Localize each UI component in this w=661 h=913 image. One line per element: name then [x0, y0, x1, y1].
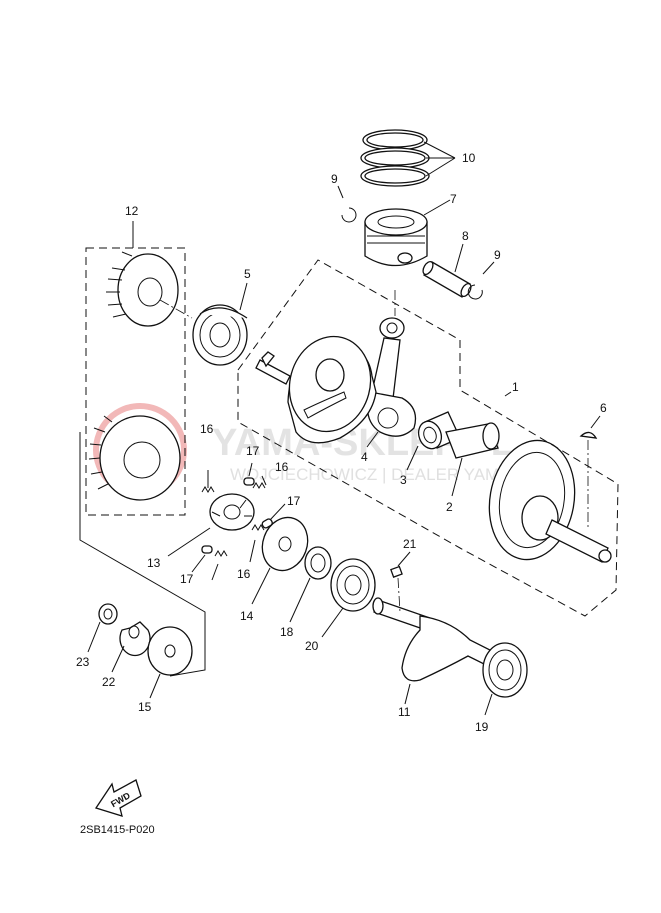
callout-17a: 17: [246, 444, 260, 458]
callout-9a: 9: [331, 172, 338, 186]
callout-17b: 17: [287, 494, 301, 508]
key-21: [390, 551, 411, 578]
callout-11: 11: [398, 705, 411, 719]
callout-1-leader: [504, 391, 512, 397]
callout-21: 21: [403, 537, 417, 551]
callout-18: 18: [280, 625, 294, 639]
callout-23: 23: [76, 655, 90, 669]
damper-pins: [191, 462, 286, 573]
callout-16c: 16: [237, 567, 251, 581]
diagram-code: 2SB1415-P020: [80, 824, 155, 836]
piston: [364, 199, 451, 267]
primary-gear-group: [85, 221, 193, 516]
callout-6: 6: [600, 401, 607, 415]
damper-hub: [167, 493, 255, 557]
lower-parts-group: [79, 432, 206, 699]
callout-16a: 16: [200, 422, 214, 436]
collar: [289, 546, 332, 623]
callout-16b: 16: [275, 460, 289, 474]
main-bearing-5: [192, 282, 248, 366]
callout-12: 12: [125, 204, 139, 218]
piston-rings: [360, 129, 456, 187]
crankshaft-assembly-outline: [237, 259, 619, 617]
callout-7: 7: [450, 192, 457, 206]
crank-pin: [445, 422, 500, 497]
callout-19: 19: [475, 720, 489, 734]
watermark-dealer: WOJCIECHOWICZ | DEALER YAM: [230, 465, 499, 484]
damper-plate: [251, 516, 309, 605]
callout-1: 1: [512, 380, 519, 394]
bearing-20: [321, 558, 376, 638]
piston-pin: [422, 243, 472, 298]
damper-springs: [201, 470, 267, 581]
callout-8: 8: [462, 229, 469, 243]
woodruff-key: [579, 415, 601, 439]
callout-3: 3: [400, 473, 407, 487]
connecting-rod: [366, 290, 417, 448]
crankshaft-left-web: [255, 335, 377, 444]
callout-17c: 17: [180, 572, 194, 586]
callout-10: 10: [462, 151, 476, 165]
bearing-19: [482, 642, 528, 716]
callout-13: 13: [147, 556, 161, 570]
callout-5: 5: [244, 267, 251, 281]
callout-14: 14: [240, 609, 254, 623]
callout-20: 20: [305, 639, 319, 653]
callout-2: 2: [446, 500, 453, 514]
fwd-arrow-icon: FWD: [94, 779, 142, 817]
crankshaft-right-web: [488, 439, 612, 563]
callout-9b: 9: [494, 248, 501, 262]
callout-15: 15: [138, 700, 152, 714]
callout-22: 22: [102, 675, 116, 689]
callout-labels: 1 2 3 4 5 6 7 8 9 9 10 11 12 13 14 15 16…: [76, 151, 607, 734]
balancer-shaft: [372, 577, 491, 705]
callout-4: 4: [361, 450, 368, 464]
circlips: [337, 185, 495, 300]
